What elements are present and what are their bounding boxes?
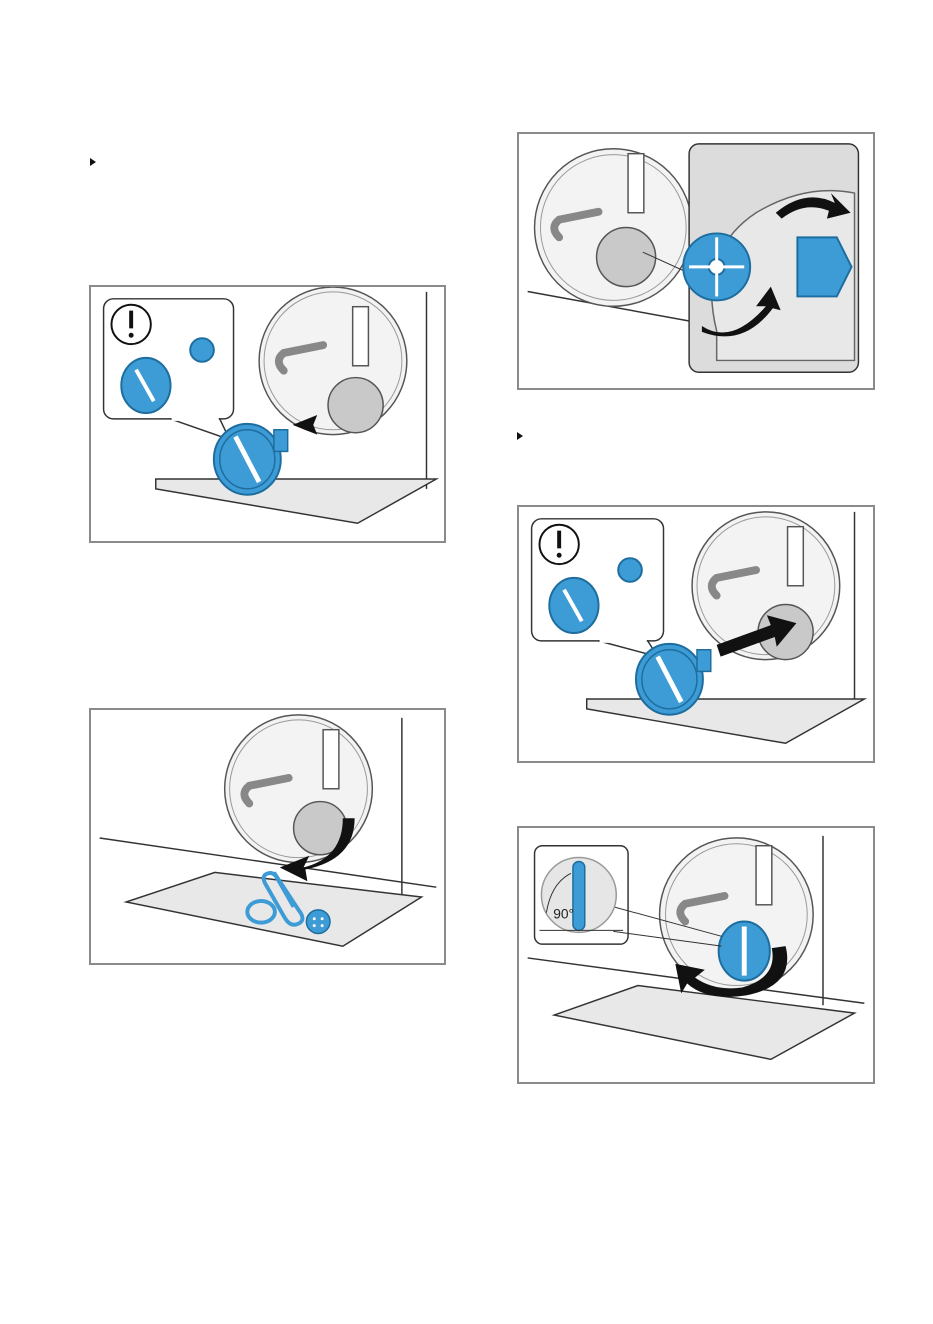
- step-bullet-1: [90, 158, 96, 166]
- step-bullet-2: [517, 432, 523, 440]
- button-icon: [306, 910, 330, 934]
- figure-reinsert-filter: [517, 505, 875, 763]
- figure-remove-filter: [89, 285, 446, 543]
- figure-clean-filter-debris: [89, 708, 446, 965]
- figure-check-impeller: [517, 132, 875, 390]
- angle-label: 90°: [553, 907, 574, 922]
- filter-opening: [328, 378, 383, 433]
- impeller-illustration: [519, 134, 873, 388]
- figure-turn-filter: 90°: [517, 826, 875, 1084]
- turn-filter-illustration: 90°: [519, 828, 873, 1082]
- clean-debris-illustration: [91, 710, 444, 963]
- reinsert-filter-illustration: [519, 507, 873, 761]
- remove-filter-illustration: [91, 287, 444, 541]
